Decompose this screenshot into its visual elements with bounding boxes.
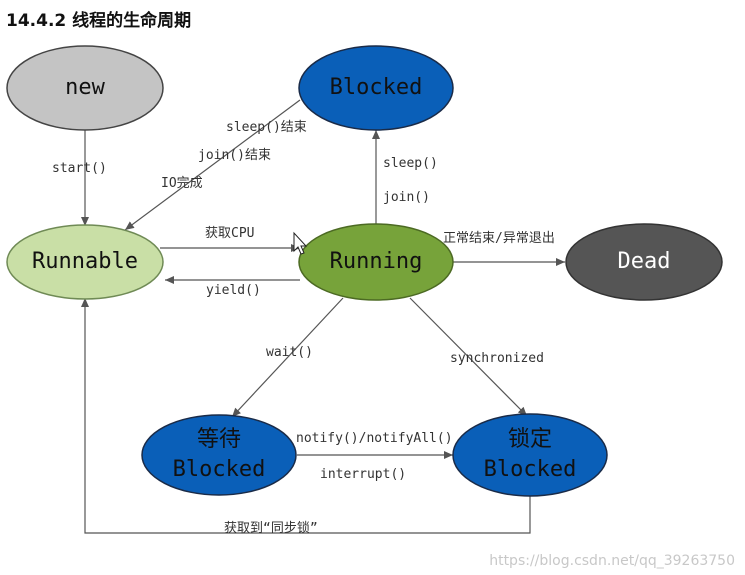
watermark: https://blog.csdn.net/qq_39263750 (489, 553, 735, 569)
label-yield: yield() (206, 283, 261, 298)
node-dead-label: Dead (618, 249, 671, 274)
node-wait-blocked-line2: Blocked (173, 457, 266, 482)
label-wait: wait() (266, 345, 313, 360)
edge-running-to-wait-blocked (231, 297, 344, 418)
node-runnable: Runnable (6, 224, 164, 300)
node-lock-blocked: 锁定 Blocked (452, 413, 608, 497)
label-join: join() (383, 190, 430, 205)
node-blocked: Blocked (298, 45, 454, 131)
node-lock-blocked-line1: 锁定 (508, 427, 552, 452)
node-wait-blocked-line1: 等待 (197, 427, 241, 452)
label-sleep-end: sleep()结束 (226, 120, 307, 135)
label-acquire-lock: 获取到“同步锁” (224, 520, 318, 536)
label-synchronized: synchronized (450, 351, 544, 366)
node-blocked-label: Blocked (330, 75, 423, 100)
label-interrupt: interrupt() (320, 467, 406, 482)
node-lock-blocked-line2: Blocked (484, 457, 577, 482)
label-start: start() (52, 161, 107, 176)
label-join-end: join()结束 (198, 148, 271, 163)
node-wait-blocked: 等待 Blocked (141, 414, 297, 496)
node-runnable-label: Runnable (32, 249, 138, 274)
node-dead: Dead (565, 223, 723, 301)
edge-running-to-lock-blocked (409, 297, 528, 417)
node-running-label: Running (330, 249, 423, 274)
edges (81, 99, 565, 534)
mouse-cursor-icon (293, 231, 308, 255)
label-notify: notify()/notifyAll() (296, 431, 453, 446)
label-exit: 正常结束/异常退出 (443, 231, 555, 246)
edge-blocked-to-runnable (124, 99, 301, 231)
label-sleep: sleep() (383, 156, 438, 171)
node-running: Running (298, 223, 454, 301)
node-new: new (6, 45, 164, 131)
section-title: 14.4.2 线程的生命周期 (6, 11, 192, 31)
label-get-cpu: 获取CPU (205, 226, 254, 241)
edge-lock-blocked-to-runnable (81, 298, 531, 534)
node-new-label: new (65, 75, 105, 100)
label-io-done: IO完成 (161, 176, 203, 191)
